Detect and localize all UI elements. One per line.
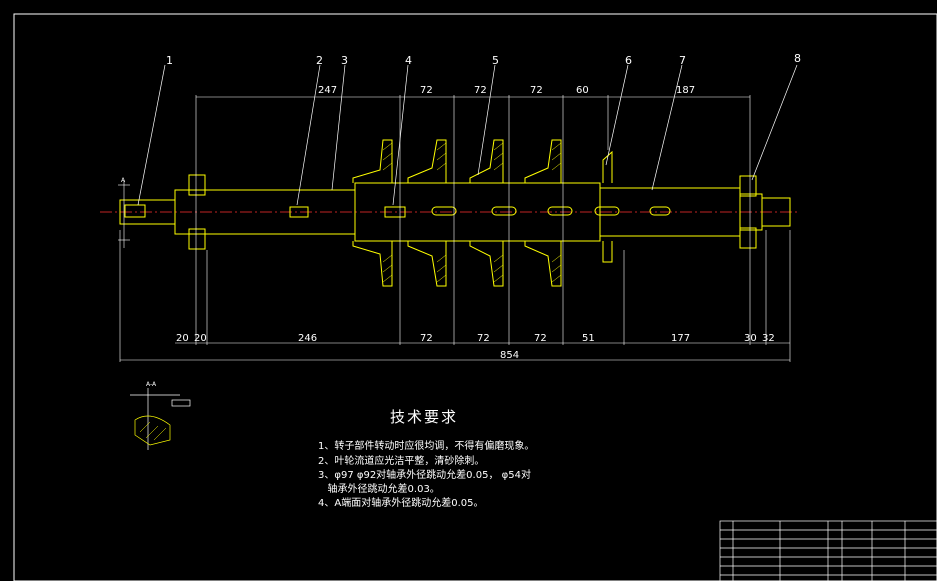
top-dim-0: 247 xyxy=(318,85,337,96)
tech-req-3b: 轴承外径跳动允差0.03。 xyxy=(318,484,440,495)
section-label: A-A xyxy=(146,381,157,388)
tech-requirements-title: 技术要求 xyxy=(390,408,459,426)
bottom-dim-9: 32 xyxy=(762,333,775,344)
shaft xyxy=(119,182,791,242)
bottom-dim-1: 20 xyxy=(194,333,207,344)
bottom-dim-4: 72 xyxy=(477,333,490,344)
section-hatch xyxy=(139,421,167,441)
view-marker-a: A xyxy=(121,177,126,184)
top-dim-2: 72 xyxy=(474,85,487,96)
impellers xyxy=(352,139,613,287)
drawing-frame xyxy=(13,13,937,581)
parts-table xyxy=(719,520,937,581)
part-label-5: 5 xyxy=(492,54,499,67)
part-label-4: 4 xyxy=(405,54,412,67)
bottom-dim-7: 177 xyxy=(671,333,690,344)
part-label-2: 2 xyxy=(316,54,323,67)
tech-req-3: 3、φ97 φ92对轴承外径跳动允差0.05， φ54对 xyxy=(318,470,531,481)
top-dim-4: 60 xyxy=(576,85,589,96)
impeller-hatching xyxy=(382,142,562,283)
bottom-dim-3: 72 xyxy=(420,333,433,344)
bottom-dim-2: 246 xyxy=(298,333,317,344)
part-label-8: 8 xyxy=(794,52,801,65)
part-label-7: 7 xyxy=(679,54,686,67)
top-dim-3: 72 xyxy=(530,85,543,96)
leader-lines xyxy=(137,64,798,206)
bottom-dim-6: 51 xyxy=(582,333,595,344)
top-dim-1: 72 xyxy=(420,85,433,96)
bottom-dim-8: 30 xyxy=(744,333,757,344)
bearings xyxy=(188,174,757,250)
bottom-dim-0: 20 xyxy=(176,333,189,344)
bottom-dim-5: 72 xyxy=(534,333,547,344)
view-marker xyxy=(118,180,130,248)
top-dim-5: 187 xyxy=(676,85,695,96)
section-aa-detail xyxy=(130,388,191,450)
overall-dim: 854 xyxy=(500,350,519,361)
part-label-1: 1 xyxy=(166,54,173,67)
part-label-3: 3 xyxy=(341,54,348,67)
extension-lines xyxy=(119,95,791,362)
part-label-6: 6 xyxy=(625,54,632,67)
tech-req-2: 2、叶轮流道应光洁平整，清砂除刺。 xyxy=(318,456,485,467)
tech-req-1: 1、转子部件转动时应很均调，不得有偏磨现象。 xyxy=(318,441,535,452)
keyways xyxy=(124,204,671,218)
tech-req-4: 4、A端面对轴承外径跳动允差0.05。 xyxy=(318,498,484,509)
